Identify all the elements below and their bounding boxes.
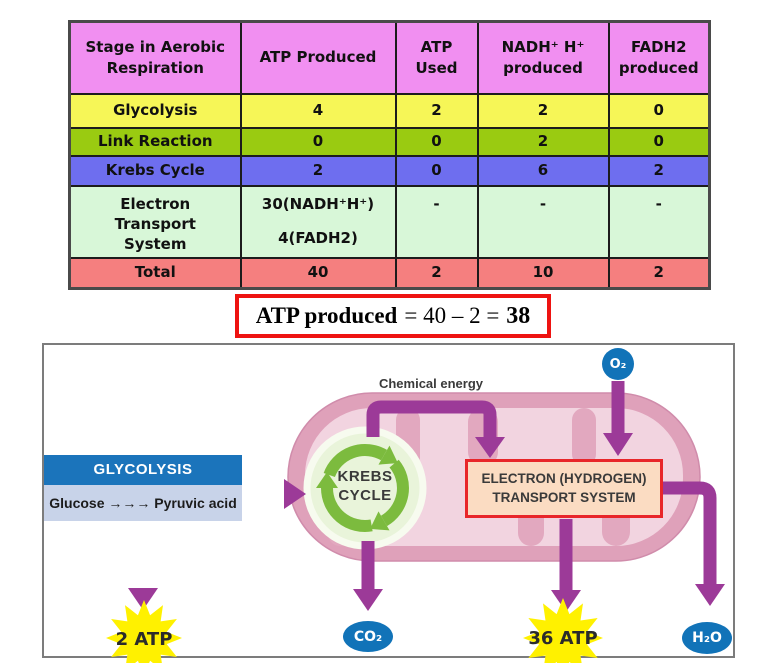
cell: 30(NADH⁺H⁺) 4(FADH2)	[239, 184, 397, 259]
chemical-energy-arrow	[366, 400, 505, 458]
o2-badge: O₂	[602, 348, 634, 380]
cell: 0	[239, 126, 397, 157]
table-header-row: Stage in Aerobic Respiration ATP Produce…	[68, 20, 711, 95]
col-header-atp-used: ATP Used	[394, 20, 479, 95]
formula-result: 38	[506, 302, 531, 329]
atp-formula-box: ATP produced = 40 – 2 = 38	[235, 294, 551, 338]
row-label: Glycolysis	[68, 92, 242, 129]
table-row-krebs-cycle: Krebs Cycle 2 0 6 2	[68, 154, 711, 187]
col-header-nadh: NADH⁺ H⁺ produced	[476, 20, 610, 95]
ets-label: ELECTRON (HYDROGEN) TRANSPORT SYSTEM	[481, 471, 647, 505]
o2-to-ets-arrow	[603, 381, 633, 456]
table-row-total: Total 40 2 10 2	[68, 257, 711, 289]
cell: 0	[607, 92, 711, 129]
cell: 4	[239, 92, 397, 129]
glycolysis-box: GLYCOLYSIS Glucose →→→ Pyruvic acid	[44, 455, 242, 521]
cell: 2	[239, 154, 397, 187]
cell: 0	[394, 154, 479, 187]
co2-badge: CO₂	[343, 621, 393, 652]
ets-atp-label: 36 ATP	[528, 628, 598, 649]
table-row-electron-transport: Electron Transport System 30(NADH⁺H⁺) 4(…	[68, 184, 711, 259]
col-header-atp-produced: ATP Produced	[239, 20, 397, 95]
formula-lhs: ATP produced	[255, 303, 398, 328]
krebs-line-2: CYCLE	[338, 486, 392, 504]
cell: 2	[394, 92, 479, 129]
krebs-cycle-label: KREBS CYCLE	[310, 468, 420, 506]
col-header-stage: Stage in Aerobic Respiration	[68, 20, 242, 95]
glycolysis-atp-label: 2 ATP	[115, 629, 173, 650]
krebs-cycle-arrows-icon	[316, 444, 409, 532]
cell-line-2: 4(FADH2)	[278, 228, 358, 247]
col-header-fadh2: FADH2 produced	[607, 20, 711, 95]
glycolysis-to-atp-arrow	[128, 521, 158, 610]
ets-to-atp-arrow	[551, 519, 581, 612]
cell: 2	[607, 154, 711, 187]
cell: 6	[476, 154, 610, 187]
row-label: Total	[68, 257, 242, 289]
cell: 2	[394, 257, 479, 289]
table-row-link-reaction: Link Reaction 0 0 2 0	[68, 126, 711, 157]
cell: -	[607, 184, 711, 259]
krebs-to-co2-arrow	[353, 541, 383, 611]
cell: -	[394, 184, 479, 259]
cell: 10	[476, 257, 610, 289]
cell: 0	[394, 126, 479, 157]
row-label: Link Reaction	[68, 126, 242, 157]
row-label-text: Electron Transport System	[114, 194, 196, 254]
glycolysis-to-krebs-arrow	[240, 479, 306, 509]
table-row-glycolysis: Glycolysis 4 2 2 0	[68, 92, 711, 129]
cell: 2	[607, 257, 711, 289]
cell-line-1: 30(NADH⁺H⁺)	[261, 194, 375, 213]
cell: 0	[607, 126, 711, 157]
cell: -	[476, 184, 610, 259]
krebs-line-1: KREBS	[337, 468, 393, 485]
h2o-badge: H₂O	[682, 622, 732, 654]
formula-expression: = 40 – 2 =	[404, 303, 500, 328]
row-label: Krebs Cycle	[68, 154, 242, 187]
cell: 2	[476, 92, 610, 129]
ets-to-h2o-arrow	[663, 481, 725, 606]
cell: 40	[239, 257, 397, 289]
chemical-energy-label: Chemical energy	[378, 376, 484, 391]
respiration-table: Stage in Aerobic Respiration ATP Produce…	[68, 20, 711, 290]
row-label: Electron Transport System	[68, 184, 242, 259]
glycolysis-title: GLYCOLYSIS	[44, 455, 242, 485]
cell: 2	[476, 126, 610, 157]
glycolysis-reaction: Glucose →→→ Pyruvic acid	[44, 485, 242, 521]
electron-transport-system-box: ELECTRON (HYDROGEN) TRANSPORT SYSTEM	[465, 459, 663, 518]
respiration-diagram: GLYCOLYSIS Glucose →→→ Pyruvic acid ELEC…	[42, 343, 735, 663]
